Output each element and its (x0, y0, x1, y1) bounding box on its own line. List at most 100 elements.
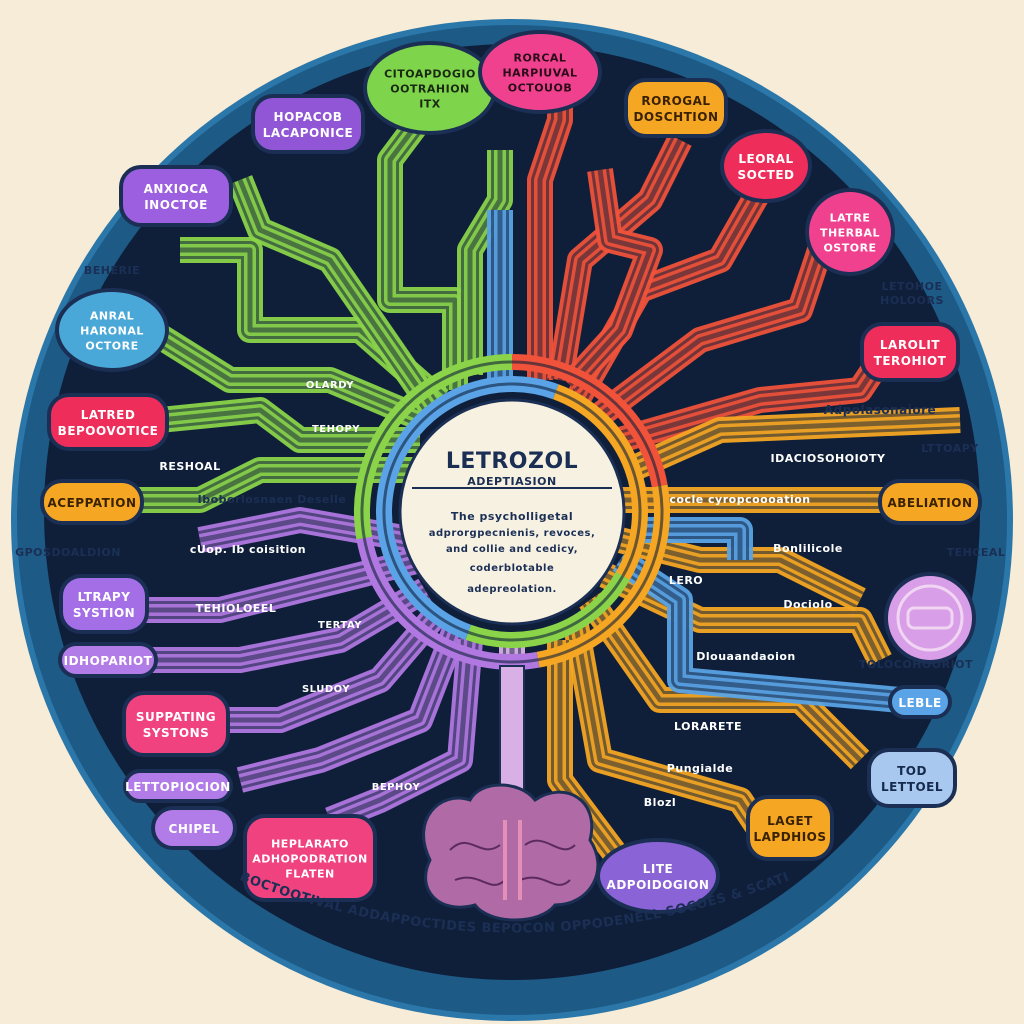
topic-bubble-label: LAROLIT (880, 338, 940, 352)
topic-bubble-label: HEPLARATO (271, 838, 349, 851)
ring-segment-line (555, 390, 642, 577)
topic-bubble: LEBLE (888, 685, 952, 719)
topic-bubble: ANRAL HARONAL OCTORE (55, 288, 169, 372)
topic-bubble-label: ADHOPODRATION (252, 853, 368, 866)
topic-bubble-label: HARONAL (80, 325, 144, 338)
branch-label: cocle cyropcoooation (669, 493, 810, 506)
ring-segment-line (360, 404, 407, 539)
center-body-line-4: coderblotable (470, 563, 555, 574)
branch-band-core (598, 249, 823, 417)
branch-label: Adpolasonaiore (824, 403, 936, 417)
center-body-line-3: and collie and cedicy, (446, 544, 578, 555)
topic-bubble: ACEPPATION (40, 479, 144, 525)
branch-band-core (148, 327, 426, 423)
topic-bubble-label: OCTORE (85, 340, 138, 353)
topic-bubble-label: OOTRAHION (390, 83, 470, 96)
topic-bubble-label: LACAPONICE (263, 126, 354, 140)
ring-segment-line (399, 382, 557, 449)
branch-band-core (640, 527, 743, 560)
topic-bubble-label: LITE (643, 862, 674, 876)
branch-label: Pungialde (667, 762, 733, 775)
center-title: LETROZOL (446, 449, 578, 474)
topic-bubble-label: LTRAPY (78, 590, 131, 604)
ring-segment-line (382, 447, 469, 634)
branch-label: LTTOAPY (921, 442, 979, 455)
topic-bubble-label: CHIPEL (169, 822, 220, 836)
branch-label: Iboborlosnaen Deselle (198, 493, 347, 506)
branch-band-core (587, 598, 862, 762)
ring-segment-line (467, 575, 625, 642)
branch-label: TERTAY (318, 620, 362, 631)
topic-bubble-label: ABELIATION (888, 496, 973, 510)
topic-bubble-label: SUPPATING (136, 710, 216, 724)
topic-bubble-label: BEPOOVOTICE (58, 424, 159, 438)
branch-label: GPOSDOALDION (15, 546, 121, 559)
branch-label: RESHOAL (159, 460, 220, 473)
branch-band-core (557, 640, 622, 862)
topic-bubble-label: OCTOUOB (508, 82, 572, 95)
topic-bubble-label: TOD (897, 764, 927, 778)
branch-label: TEHCEAL (947, 546, 1006, 559)
branch-band-core (239, 629, 458, 783)
topic-bubble-label: ANRAL (90, 310, 134, 323)
branch-label: TEHOPY (312, 424, 360, 435)
branch-label: Bonlilicole (773, 542, 843, 555)
topic-bubble-label: ADPOIDOGION (607, 878, 710, 892)
topic-bubble-label: RORCAL (514, 52, 567, 65)
branch-label: LORARETE (674, 720, 742, 733)
topic-bubble-label: LETTOPIOCION (125, 780, 231, 794)
center-rings (354, 354, 670, 670)
topic-bubble: CITOAPDOGIO OOTRAHION ITX (363, 41, 497, 135)
topic-bubble-label: ROROGAL (641, 94, 710, 108)
topic-bubble-label: THERBAL (820, 227, 880, 240)
topic-bubble: LITE ADPOIDOGION (596, 838, 720, 914)
topic-bubble-label: LEBLE (898, 696, 941, 710)
topic-bubble (884, 572, 976, 664)
topic-bubble: TOD LETTOEL (867, 748, 957, 808)
branch-band-core (568, 169, 653, 387)
ring-segment-line (537, 485, 664, 662)
topic-bubble-label: ACEPPATION (47, 496, 136, 510)
topic-bubble-label: ITX (419, 98, 441, 111)
topic-bubble: LATRED BEPOOVOTICE (47, 393, 169, 451)
topic-bubble: CHIPEL (151, 806, 237, 850)
ring-segment-line (511, 360, 662, 487)
branch-band-core (159, 407, 420, 443)
branch-band-core (120, 587, 427, 663)
branch-label: Dlouaandaoion (696, 650, 795, 663)
topic-bubble: HEPLARATO ADHOPODRATION FLATEN (243, 814, 377, 902)
topic-bubble-label: ANXIOCA (144, 182, 209, 196)
branch-band-core (199, 517, 416, 543)
branch-label: TOLOCOHOORIOT (859, 658, 973, 671)
topic-bubble-label: LEORAL (738, 152, 793, 166)
branch-label: OLARDY (306, 380, 354, 391)
branch-band-core (220, 608, 442, 723)
center-node: LETROZOL ADEPTIASION The psycholligetal … (398, 398, 626, 626)
branch-band-core (329, 639, 473, 823)
topic-bubble-label: FLATEN (285, 868, 334, 881)
topic-bubble: LETTOPIOCION (123, 769, 233, 803)
topic-bubble-label: CITOAPDOGIO (384, 68, 476, 81)
topic-bubble-label: LAPDHIOS (753, 830, 826, 844)
center-body-line-1: The psycholligetal (451, 510, 573, 523)
topic-bubble-label: IDHOPARIOT (64, 654, 153, 668)
branch-band-core (237, 179, 433, 407)
branch-label: SLUDOY (302, 684, 350, 695)
topic-bubble: IDHOPARIOT (58, 642, 158, 678)
branch-label: BEPHOY (372, 782, 421, 793)
topic-bubble-label: LETTOEL (881, 780, 943, 794)
topic-bubble-label: LATRED (81, 408, 136, 422)
branch-label: Dociolo (783, 598, 832, 611)
topic-bubble-label: LATRE (830, 212, 871, 225)
branch-label: BEHERIE (84, 264, 140, 277)
